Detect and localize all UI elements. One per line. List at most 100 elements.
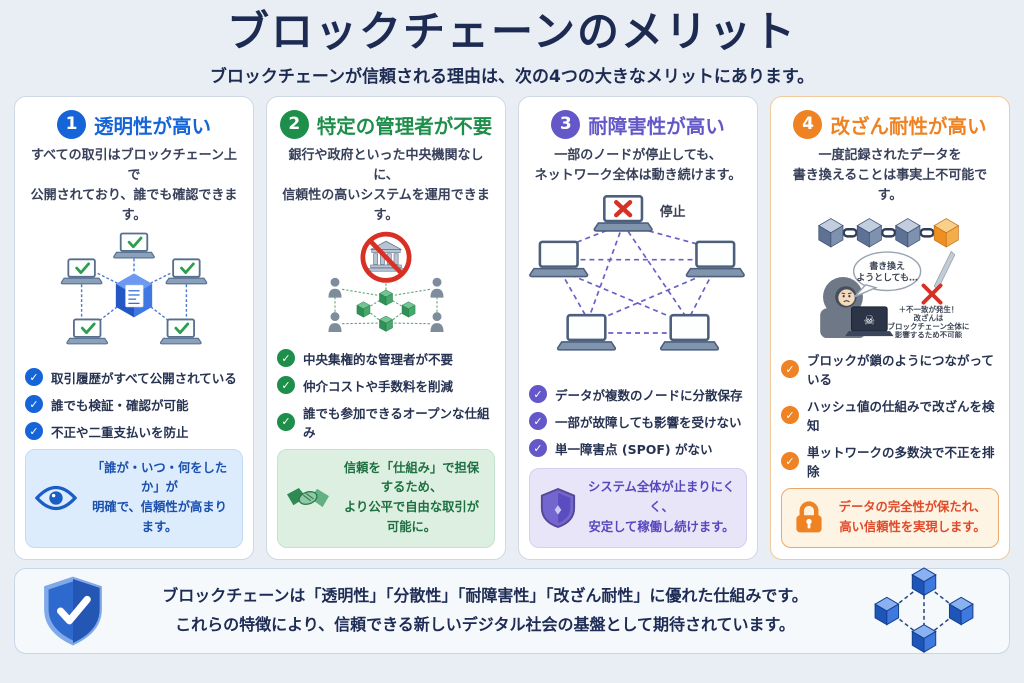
card-2-note: 信頼を「仕組み」で担保するため、より公平で自由な取引が可能に。 xyxy=(277,448,495,548)
handshake-icon xyxy=(287,488,329,508)
card-1-checklist: 取引履歴がすべて公開されている 誰でも検証・確認が可能 不正や二重支払いを防止 xyxy=(25,360,243,449)
laptop-check-icon xyxy=(59,258,104,286)
transparency-network-illustration xyxy=(59,232,209,346)
block-cube-icon xyxy=(115,273,153,318)
check-icon xyxy=(781,360,799,379)
laptop-icon xyxy=(556,313,617,351)
fault-tolerance-illustration: 停止 xyxy=(529,194,746,351)
check-icon xyxy=(25,395,43,414)
laptop-check-icon xyxy=(65,318,109,346)
check-icon xyxy=(25,422,43,441)
card-tamper-resistance: 4 改ざん耐性が高い 一度記録されたデータを書き換えることは事実上不可能です。 xyxy=(770,95,1010,560)
bank-prohibited-icon xyxy=(360,231,412,283)
red-x-icon xyxy=(614,199,633,218)
tamper-resistance-illustration: ☠ 書き換え ようとしても… ＋不一致が発生！ 改ざんは ブロックチェーン全体に… xyxy=(818,218,970,339)
eye-icon xyxy=(35,486,77,511)
check-icon xyxy=(277,376,295,395)
card-1-description: すべての取引はブロックチェーン上で公開されており、誰でも確認できます。 xyxy=(30,147,238,223)
person-icon xyxy=(328,277,342,298)
shield-check-icon xyxy=(44,576,102,645)
green-cube-icon xyxy=(379,315,393,332)
skull-icon: ☠ xyxy=(864,314,876,329)
card-4-description: 一度記録されたデータを書き換えることは事実上不可能です。 xyxy=(792,147,988,203)
card-1-header: 1 透明性が高い xyxy=(25,109,243,139)
card-2-description: 銀行や政府といった中央機関なしに、信頼性の高いシステムを運用できます。 xyxy=(282,147,490,223)
checklist-item: 誰でも検証・確認が可能 xyxy=(25,395,243,414)
chain-link-icon xyxy=(842,227,935,238)
svg-text:ようとしても…: ようとしても… xyxy=(856,272,918,283)
block-cube-icon xyxy=(895,218,921,248)
mismatch-warning-text: ＋不一致が発生！ 改ざんは ブロックチェーン全体に 影響するため不可能 xyxy=(888,304,970,338)
block-cube-icon xyxy=(818,218,844,248)
person-icon xyxy=(430,312,444,333)
check-icon xyxy=(781,452,799,471)
check-icon xyxy=(529,385,547,404)
laptop-icon xyxy=(529,240,589,278)
checklist-item: 不正や二重支払いを防止 xyxy=(25,422,243,441)
needle-icon xyxy=(933,250,956,291)
laptop-icon xyxy=(659,313,720,351)
card-4-checklist: ブロックが鎖のようにつながっている ハッシュ値の仕組みで改ざんを検知 単ットワー… xyxy=(781,342,999,488)
green-cube-icon xyxy=(401,301,416,318)
checklist-item: データが複数のノードに分散保存 xyxy=(529,385,747,404)
card-4-header: 4 改ざん耐性が高い xyxy=(781,109,999,139)
laptop-check-icon xyxy=(164,258,209,286)
card-fault-tolerance: 3 耐障害性が高い 一部のノードが停止しても、ネットワーク全体は動き続けます。 xyxy=(518,95,758,560)
tampered-block-cube-icon xyxy=(933,218,959,248)
svg-text:影響するため不可能: 影響するため不可能 xyxy=(895,329,963,338)
card-3-checklist: データが複数のノードに分散保存 一部が故障しても影響を受けない 単一障害点 (S… xyxy=(529,377,747,466)
check-icon xyxy=(781,406,799,425)
laptop-icon xyxy=(685,240,746,278)
checklist-item: 誰でも参加できるオープンな仕組み xyxy=(277,403,495,441)
laptop-stopped-icon xyxy=(593,194,654,233)
checklist-item: 取引履歴がすべて公開されている xyxy=(25,368,243,387)
benefit-cards: 1 透明性が高い すべての取引はブロックチェーン上で公開されており、誰でも確認で… xyxy=(0,95,1024,560)
checklist-item: 仲介コストや手数料を削減 xyxy=(277,376,495,395)
person-icon xyxy=(328,312,342,333)
decentralized-illustration xyxy=(328,231,444,333)
svg-text:ブロックチェーン全体に: ブロックチェーン全体に xyxy=(888,321,970,331)
svg-text:改ざんは: 改ざんは xyxy=(914,312,944,322)
green-cube-icon xyxy=(356,301,371,318)
number-badge-1: 1 xyxy=(56,109,86,139)
laptop-check-icon xyxy=(159,318,203,346)
check-icon xyxy=(529,412,547,431)
summary-banner: ブロックチェーンは「透明性」「分散性」「耐障害性」「改ざん耐性」に優れた仕組みで… xyxy=(14,566,1010,654)
speech-bubble: 書き換え ようとしても… xyxy=(852,251,922,298)
card-1-title: 透明性が高い xyxy=(93,114,211,138)
checklist-item: 一部が故障しても影響を受けない xyxy=(529,412,747,431)
number-badge-4: 4 xyxy=(793,109,823,139)
card-3-header: 3 耐障害性が高い xyxy=(529,109,747,139)
card-3-title: 耐障害性が高い xyxy=(588,114,725,138)
card-2-checklist: 中央集権的な管理者が不要 仲介コストや手数料を削減 誰でも参加できるオープンな仕… xyxy=(277,341,495,449)
card-2-header: 2 特定の管理者が不要 xyxy=(277,109,495,139)
check-icon xyxy=(25,368,43,387)
page-subtitle: ブロックチェーンが信頼される理由は、次の4つの大きなメリットにあります。 xyxy=(209,66,815,87)
page-title: ブロックチェーンのメリット xyxy=(227,7,797,56)
check-icon xyxy=(277,412,295,431)
lock-icon xyxy=(796,501,822,533)
card-4-title: 改ざん耐性が高い xyxy=(830,114,987,138)
block-cube-icon xyxy=(856,218,882,248)
card-3-description: 一部のノードが停止しても、ネットワーク全体は動き続けます。 xyxy=(534,147,742,183)
card-transparency: 1 透明性が高い すべての取引はブロックチェーン上で公開されており、誰でも確認で… xyxy=(14,95,254,560)
card-2-title: 特定の管理者が不要 xyxy=(316,114,493,138)
checklist-item: 単一障害点 (SPOF) がない xyxy=(529,439,747,458)
summary-text: ブロックチェーンは「透明性」「分散性」「耐障害性」「改ざん耐性」に優れた仕組みで… xyxy=(162,585,808,634)
card-no-central-admin: 2 特定の管理者が不要 銀行や政府といった中央機関なしに、信頼性の高いシステムを… xyxy=(266,95,506,560)
checklist-item: 単ットワークの多数決で不正を排除 xyxy=(781,442,999,480)
person-icon xyxy=(430,277,444,298)
number-badge-3: 3 xyxy=(551,109,581,139)
check-icon xyxy=(529,439,547,458)
checklist-item: ハッシュ値の仕組みで改ざんを検知 xyxy=(781,396,999,434)
checklist-item: 中央集権的な管理者が不要 xyxy=(277,349,495,368)
svg-text:書き換え: 書き換え xyxy=(869,260,905,272)
card-3-note: システム全体が止まりにくく、安定して稼働し続けます。 xyxy=(529,468,747,548)
laptop-check-icon xyxy=(112,232,156,260)
blockchain-network-icon xyxy=(874,566,974,653)
checklist-item: ブロックが鎖のようにつながっている xyxy=(781,350,999,388)
red-x-icon xyxy=(921,283,943,305)
card-1-note: 「誰が・いつ・何をしたか」が明確で、信頼性が高まります。 xyxy=(25,448,243,548)
hacker-icon: ☠ xyxy=(820,275,894,339)
stop-label: 停止 xyxy=(660,204,686,220)
